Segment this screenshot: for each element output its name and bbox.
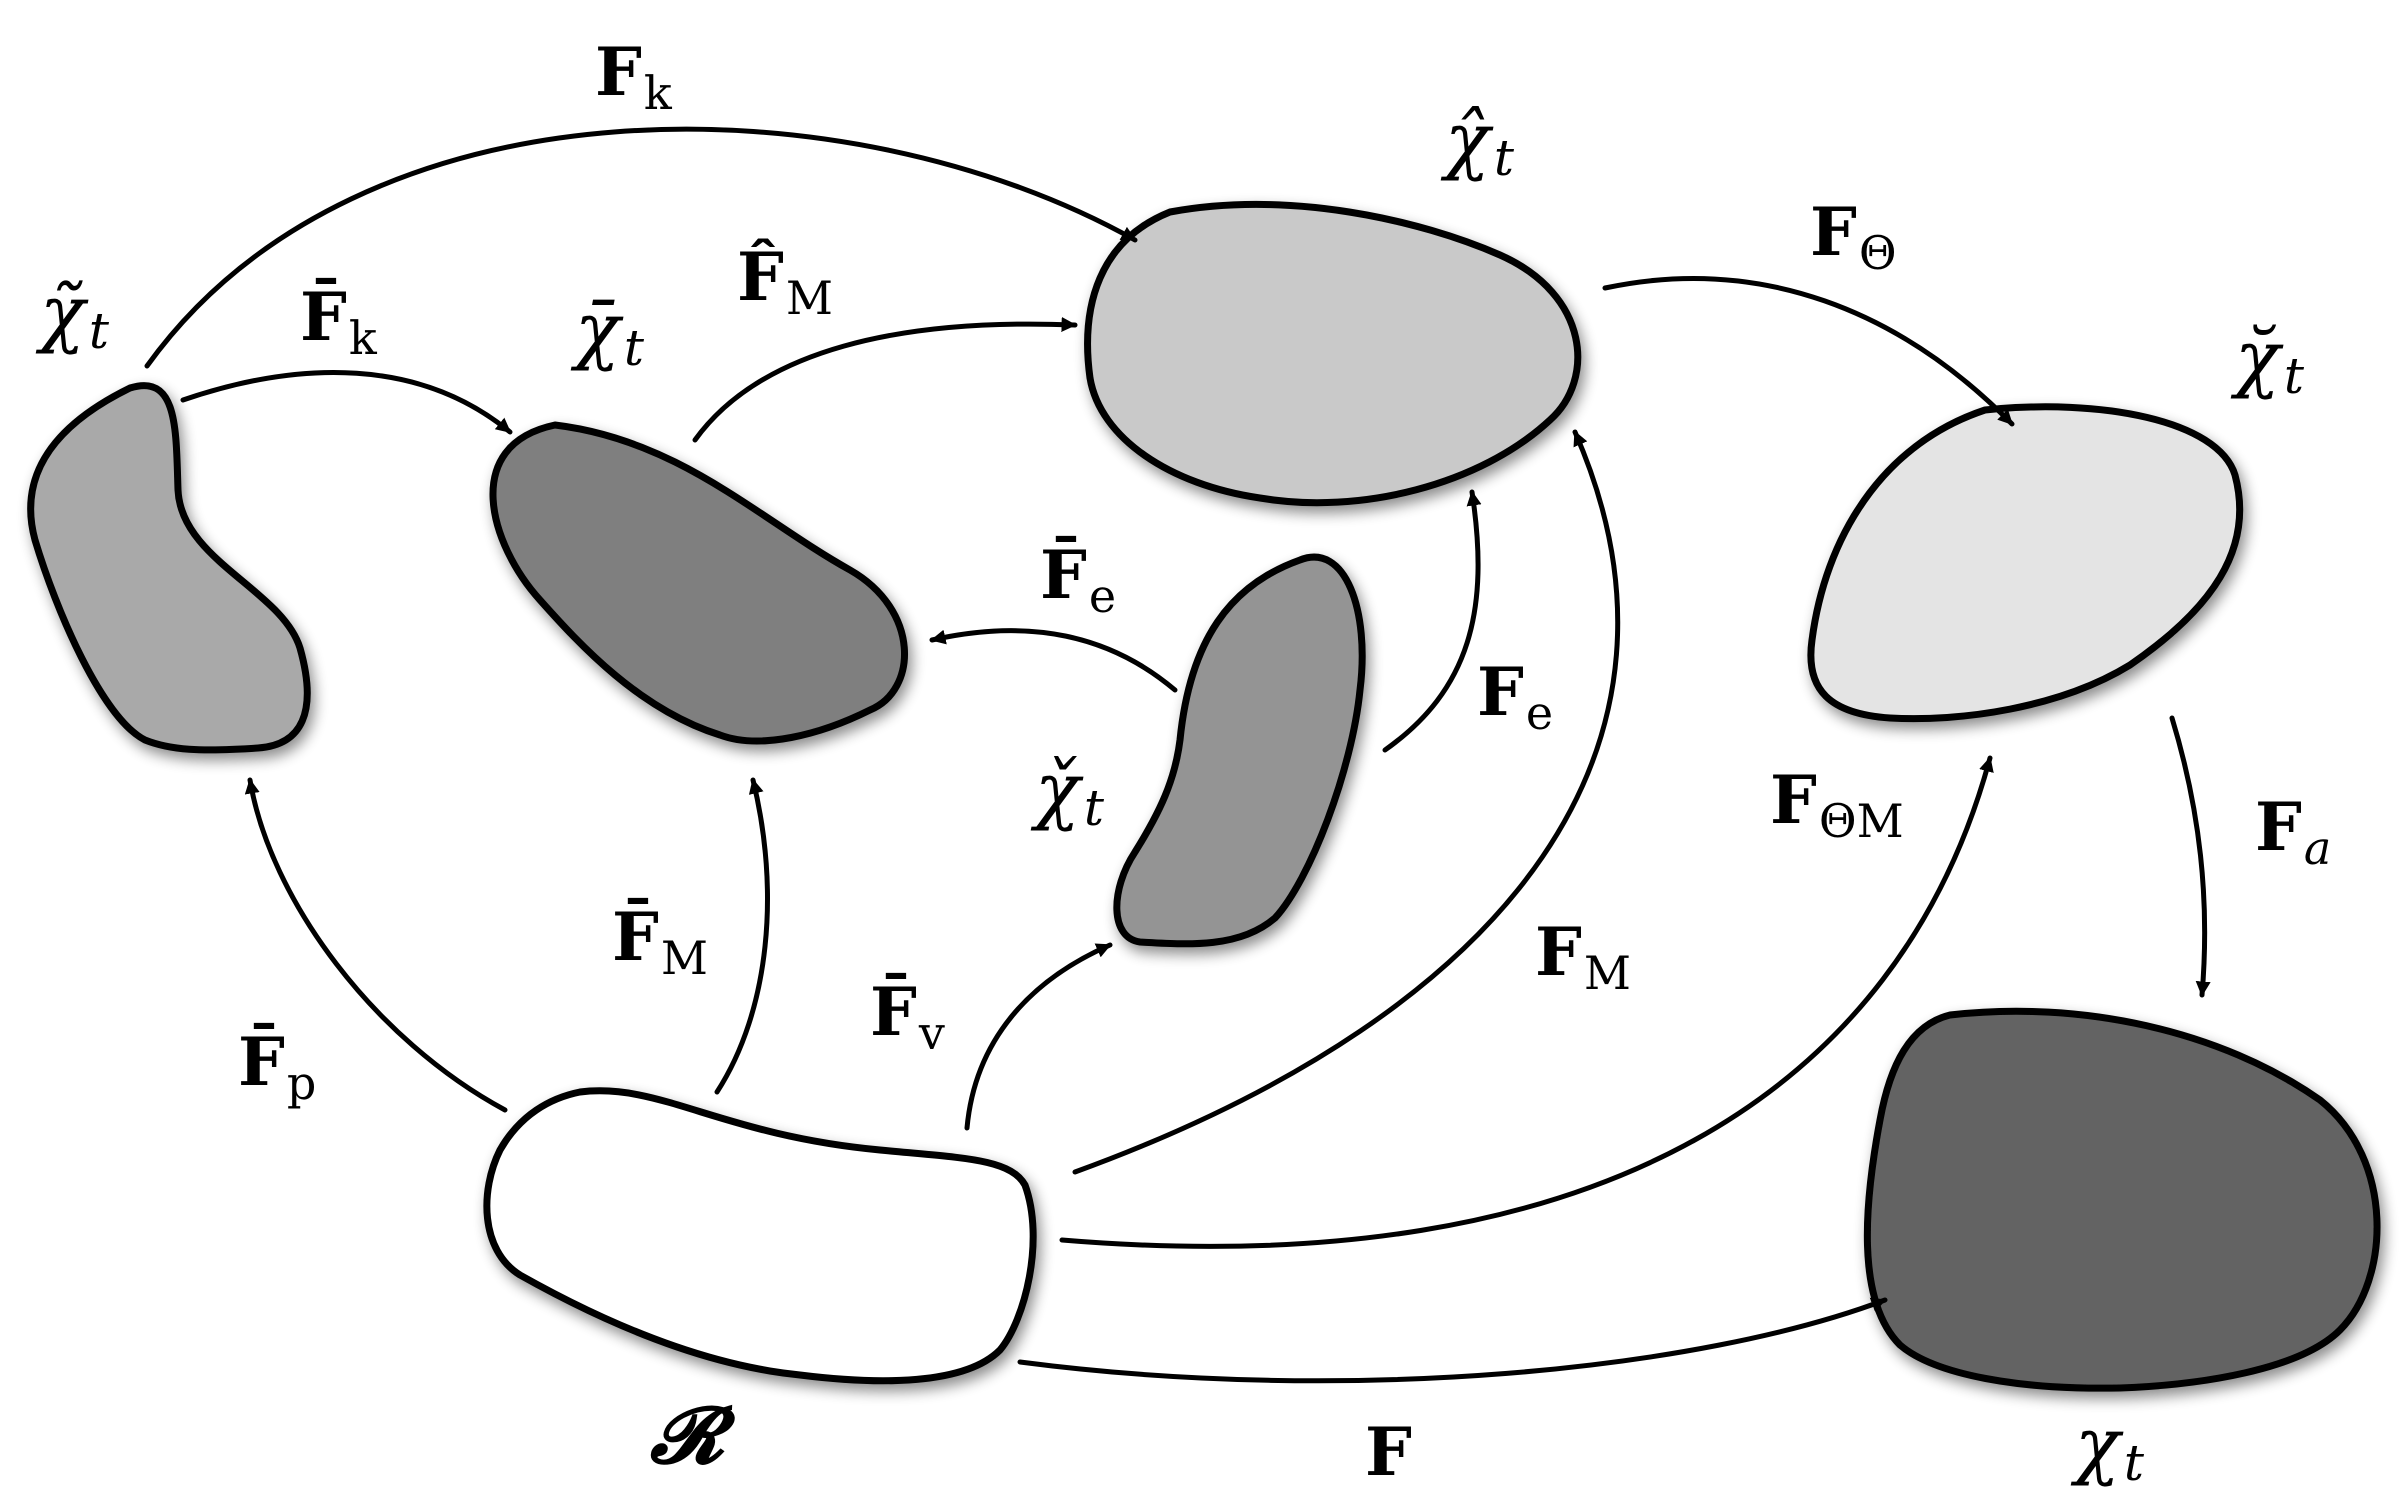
arrow-Fe-bar [929,628,1178,693]
arrow-Fk [144,126,1138,369]
region-bar-chi [489,421,908,745]
region-reference [483,1087,1037,1385]
arrow-Fp-bar [244,777,508,1113]
arrow-FThetaM [1059,755,1994,1249]
arrow-Fe [1382,489,1482,753]
label-hat-chi: χ̂t [1440,97,1515,187]
label-FM-hat: F̂M [737,238,833,325]
arrow-Fv-bar [964,942,1113,1131]
arrow-FM-hat [692,316,1078,443]
label-F: F [1365,1413,1412,1491]
arrow-FTheta [1602,276,2015,427]
region-check-chi [1113,553,1366,948]
arrow-FM-bar [714,777,770,1095]
region-hat-chi [1084,201,1582,507]
label-FM: FM [1535,913,1631,1000]
label-Fk-bar: F̄k [300,277,378,365]
label-check-chi: χ̌t [1030,747,1105,837]
label-breve-chi: χ̆t [2230,315,2305,405]
label-Fe: Fe [1477,653,1553,740]
label-FTheta: FΘ [1810,193,1897,280]
label-Fk: Fk [595,33,673,120]
arrow-FM [1072,429,1621,1175]
arrow-F [1017,1297,1888,1384]
label-FM-bar: F̄M [612,897,708,985]
label-tilde-chi: χ̃t [35,270,110,360]
label-FThetaM: FΘM [1770,761,1904,848]
label-Fv-bar: F̄v [870,972,945,1060]
label-Fa: Fa [2255,788,2331,875]
arrow-Fa [2169,715,2211,998]
label-bar-chi: χ̄t [570,287,645,377]
label-Fe-bar: F̄e [1040,535,1116,623]
label-Fp-bar: F̄p [238,1022,316,1110]
region-breve-chi [1807,403,2244,723]
region-current-chi [1863,1007,2381,1392]
region-tilde-chi [27,382,311,754]
label-reference: 𝓡 [649,1390,737,1481]
arrow-Fk-bar [180,370,513,435]
label-current-chi: χt [2070,1402,2145,1492]
